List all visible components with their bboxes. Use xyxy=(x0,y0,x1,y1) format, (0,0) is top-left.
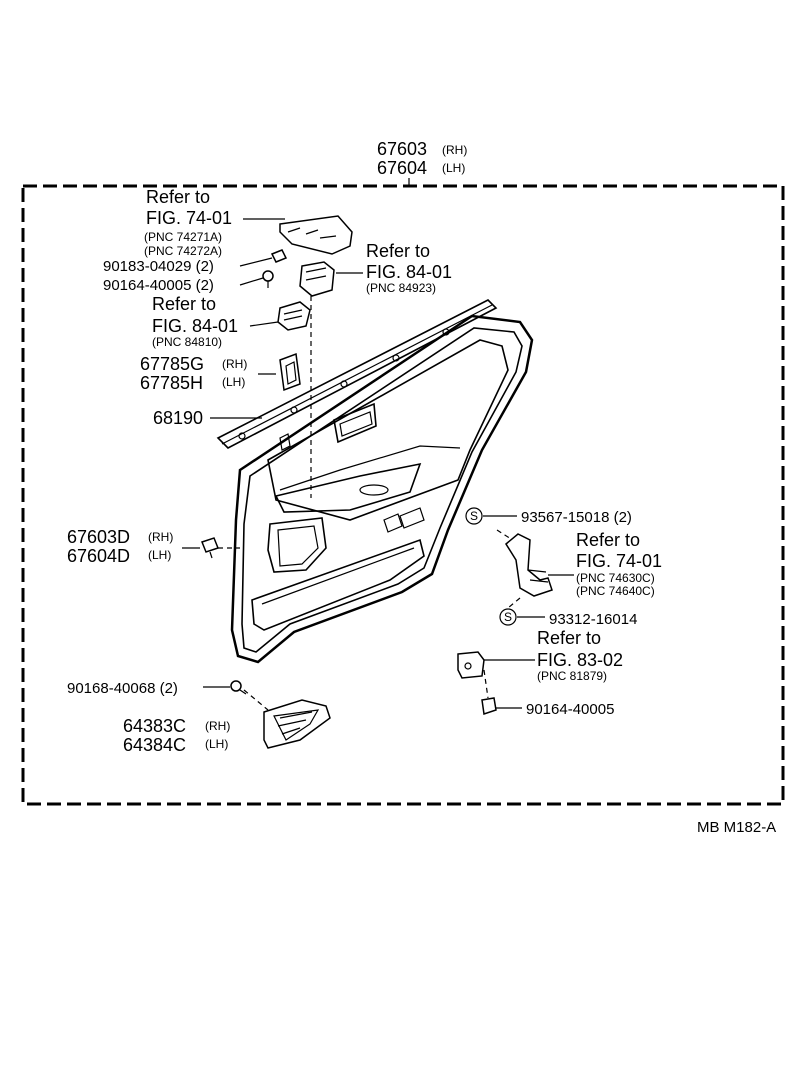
speaker-grille-64383c xyxy=(263,699,331,749)
ref1-line3: (PNC 74271A) xyxy=(144,230,222,244)
label-67603d: 67603D xyxy=(67,527,130,547)
s-mark-1-text: S xyxy=(470,509,478,523)
ref2-line3: (PNC 84923) xyxy=(366,281,436,295)
ref5-line2: FIG. 83-02 xyxy=(537,650,623,670)
door-trim-panel xyxy=(230,314,534,664)
ref5-line1: Refer to xyxy=(537,628,601,648)
screw-90168 xyxy=(230,680,247,695)
label-90183: 90183-04029 (2) xyxy=(103,258,214,275)
label-67603: 67603 xyxy=(377,139,427,159)
armrest-upper-part xyxy=(279,215,353,255)
assembly-frame xyxy=(21,184,785,806)
ref4-line2: FIG. 74-01 xyxy=(576,551,662,571)
alignment-line-4 xyxy=(483,669,489,699)
bracket-81879 xyxy=(457,651,485,679)
clip-90183 xyxy=(270,249,288,263)
alignment-line-2 xyxy=(496,529,523,547)
weatherstrip-68190 xyxy=(216,299,498,449)
label-67604-side: (LH) xyxy=(442,161,465,175)
switch-84810 xyxy=(277,301,311,331)
label-67604: 67604 xyxy=(377,158,427,178)
ref3-line2: FIG. 84-01 xyxy=(152,316,238,336)
s-mark-1 xyxy=(465,507,483,525)
label-90168: 90168-40068 (2) xyxy=(67,680,178,697)
switch-84923 xyxy=(299,261,335,297)
s-mark-2-text: S xyxy=(504,610,512,624)
ref2-line2: FIG. 84-01 xyxy=(366,262,452,282)
label-67785g-side: (RH) xyxy=(222,357,247,371)
handle-bezel-67785 xyxy=(279,352,301,392)
ref3-line1: Refer to xyxy=(152,294,216,314)
ref2-line1: Refer to xyxy=(366,241,430,261)
clip-67603d xyxy=(201,537,219,559)
label-67603-side: (RH) xyxy=(442,143,467,157)
label-64384c: 64384C xyxy=(123,735,186,755)
label-93567: 93567-15018 (2) xyxy=(521,509,632,526)
leader-90183 xyxy=(239,257,273,267)
alignment-line-5 xyxy=(243,689,269,711)
pull-handle-74630c xyxy=(505,533,553,597)
label-67604d: 67604D xyxy=(67,546,130,566)
label-90164b: 90164-40005 xyxy=(526,701,614,718)
ref1-line2: FIG. 74-01 xyxy=(146,208,232,228)
label-67785g: 67785G xyxy=(140,354,204,374)
screw-90164b xyxy=(481,697,497,715)
label-67603d-side: (RH) xyxy=(148,530,173,544)
ref4-line4: (PNC 74640C) xyxy=(576,584,655,598)
ref4-line1: Refer to xyxy=(576,530,640,550)
label-68190: 68190 xyxy=(153,408,203,428)
label-67785h-side: (LH) xyxy=(222,375,245,389)
ref3-line3: (PNC 84810) xyxy=(152,335,222,349)
ref1-line4: (PNC 74272A) xyxy=(144,244,222,258)
diagram-code: MB M182-A xyxy=(697,819,776,836)
s-mark-2 xyxy=(499,608,517,626)
ref4-line3: (PNC 74630C) xyxy=(576,571,655,585)
leader-ref3 xyxy=(249,321,279,327)
leader-90164a xyxy=(239,277,264,286)
screw-90164a xyxy=(262,270,274,288)
label-93312: 93312-16014 xyxy=(549,611,637,628)
label-64384c-side: (LH) xyxy=(205,737,228,751)
label-67604d-side: (LH) xyxy=(148,548,171,562)
label-64383c: 64383C xyxy=(123,716,186,736)
ref1-line1: Refer to xyxy=(146,187,210,207)
label-90164a: 90164-40005 (2) xyxy=(103,277,214,294)
ref5-line3: (PNC 81879) xyxy=(537,669,607,683)
label-67785h: 67785H xyxy=(140,373,203,393)
label-64383c-side: (RH) xyxy=(205,719,230,733)
alignment-line-3 xyxy=(507,597,521,609)
